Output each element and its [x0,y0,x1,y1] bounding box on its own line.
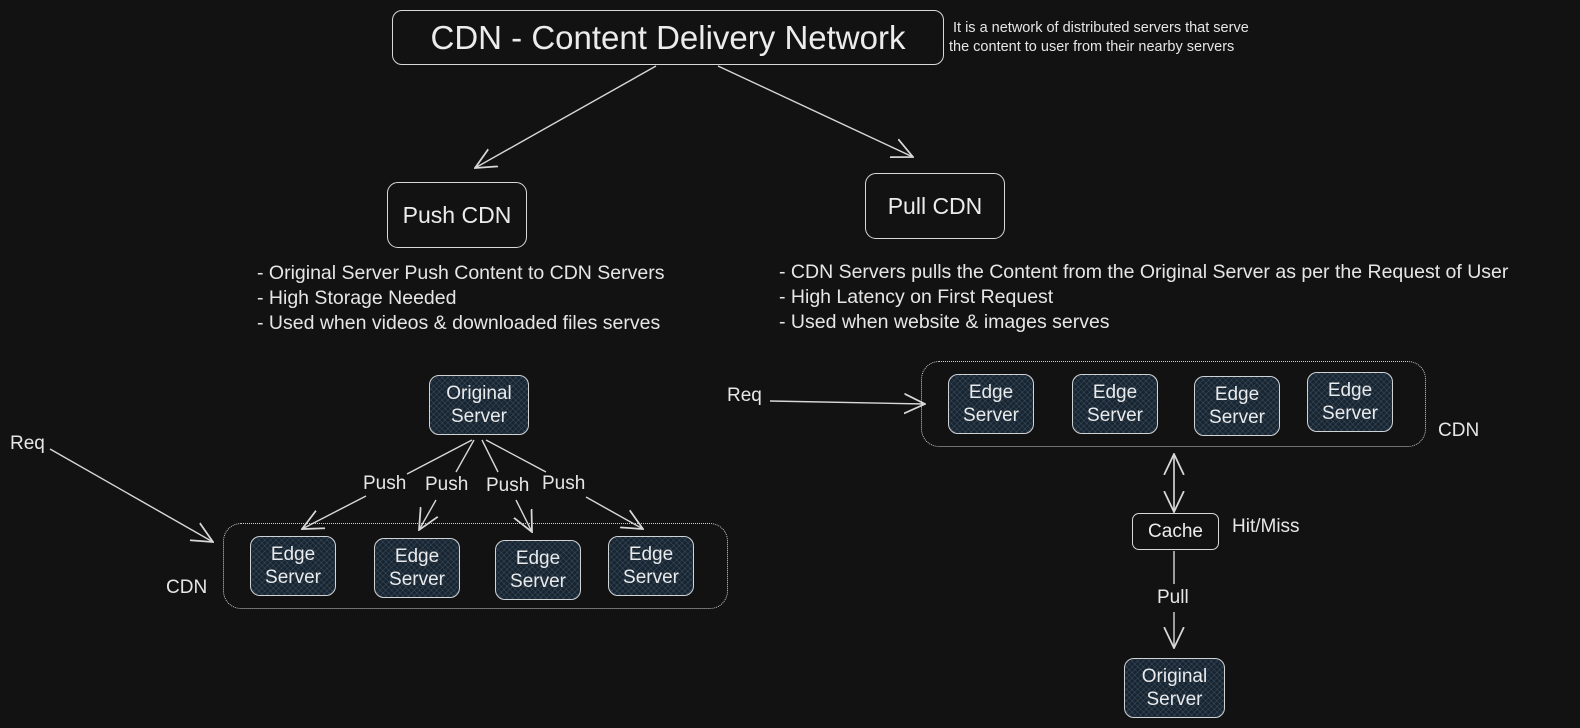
push-bullet: - High Storage Needed [257,287,457,309]
pull-req-label: Req [727,385,762,406]
push-req-label: Req [10,433,45,454]
server-label-line: Original [1141,666,1208,687]
server-label-line: Edge [394,546,440,567]
pull-label: Pull [1157,587,1189,608]
server-label-line: Edge [1092,382,1138,403]
push-cdn-bullets: - Original Server Push Content to CDN Se… [257,261,664,336]
server-label-line: Server [963,405,1019,426]
arrow-push-req [49,448,213,542]
arrow-pull-req [769,401,925,404]
server-label-line: Edge [968,382,1014,403]
pull-cdn-group [921,361,1426,447]
cache-box: Cache [1132,513,1219,550]
push-label-3: Push [486,475,530,496]
page-title: CDN - Content Delivery Network [430,18,906,56]
push-bullet: - Used when videos & downloaded files se… [257,312,661,334]
server-label-line: Server [265,567,321,588]
server-label-line: Server [510,571,566,592]
description: It is a network of distributed servers t… [949,19,1249,57]
push-label-4: Push [542,473,586,494]
server-label-line: Server [451,406,507,427]
server-label-line: Edge [515,548,561,569]
push-line-2b [419,499,436,530]
title-box: CDN - Content Delivery Network [392,10,944,65]
server-label-line: Edge [270,544,316,565]
push-line-1a [406,439,473,475]
push-label-2: Push [425,474,469,495]
arrow-title-to-push [475,65,657,168]
push-line-4a [485,439,547,473]
server-label-line: Edge [1327,380,1373,401]
push-line-2a [455,439,475,473]
pull-bullet: - Used when website & images serves [779,311,1110,333]
server-label-line: Server [1322,403,1378,424]
pull-bullet: - High Latency on First Request [779,286,1054,308]
server-label-line: Server [1146,689,1203,710]
push-label-1: Push [363,473,407,494]
pull-cdn-label: Pull CDN [887,192,983,219]
server-label-line: Server [623,567,679,588]
arrow-title-to-pull [717,65,913,157]
pull-cdn-box: Pull CDN [865,173,1005,239]
server-label-line: Edge [628,544,674,565]
description-line-2: the content to user from their nearby se… [949,39,1235,55]
push-cdn-group [223,523,728,609]
push-bullet: - Original Server Push Content to CDN Se… [257,262,665,284]
server-label-line: Edge [1214,384,1260,405]
pull-cdn-group-label: CDN [1438,420,1480,441]
push-line-3b [516,499,532,532]
hit-miss-label: Hit/Miss [1232,516,1300,537]
push-cdn-label: Push CDN [402,201,512,228]
server-label-line: Server [1087,405,1143,426]
server-label-line: Original [446,383,512,404]
push-cdn-group-label: CDN [166,577,208,598]
pull-cdn-bullets: - CDN Servers pulls the Content from the… [779,260,1508,335]
server-label-line: Server [1209,407,1265,428]
push-line-3a [481,439,499,473]
push-cdn-box: Push CDN [387,182,527,248]
server-label-line: Server [389,569,445,590]
cache-label: Cache [1148,520,1203,542]
pull-bullet: - CDN Servers pulls the Content from the… [779,261,1509,283]
description-line-1: It is a network of distributed servers t… [953,20,1249,36]
